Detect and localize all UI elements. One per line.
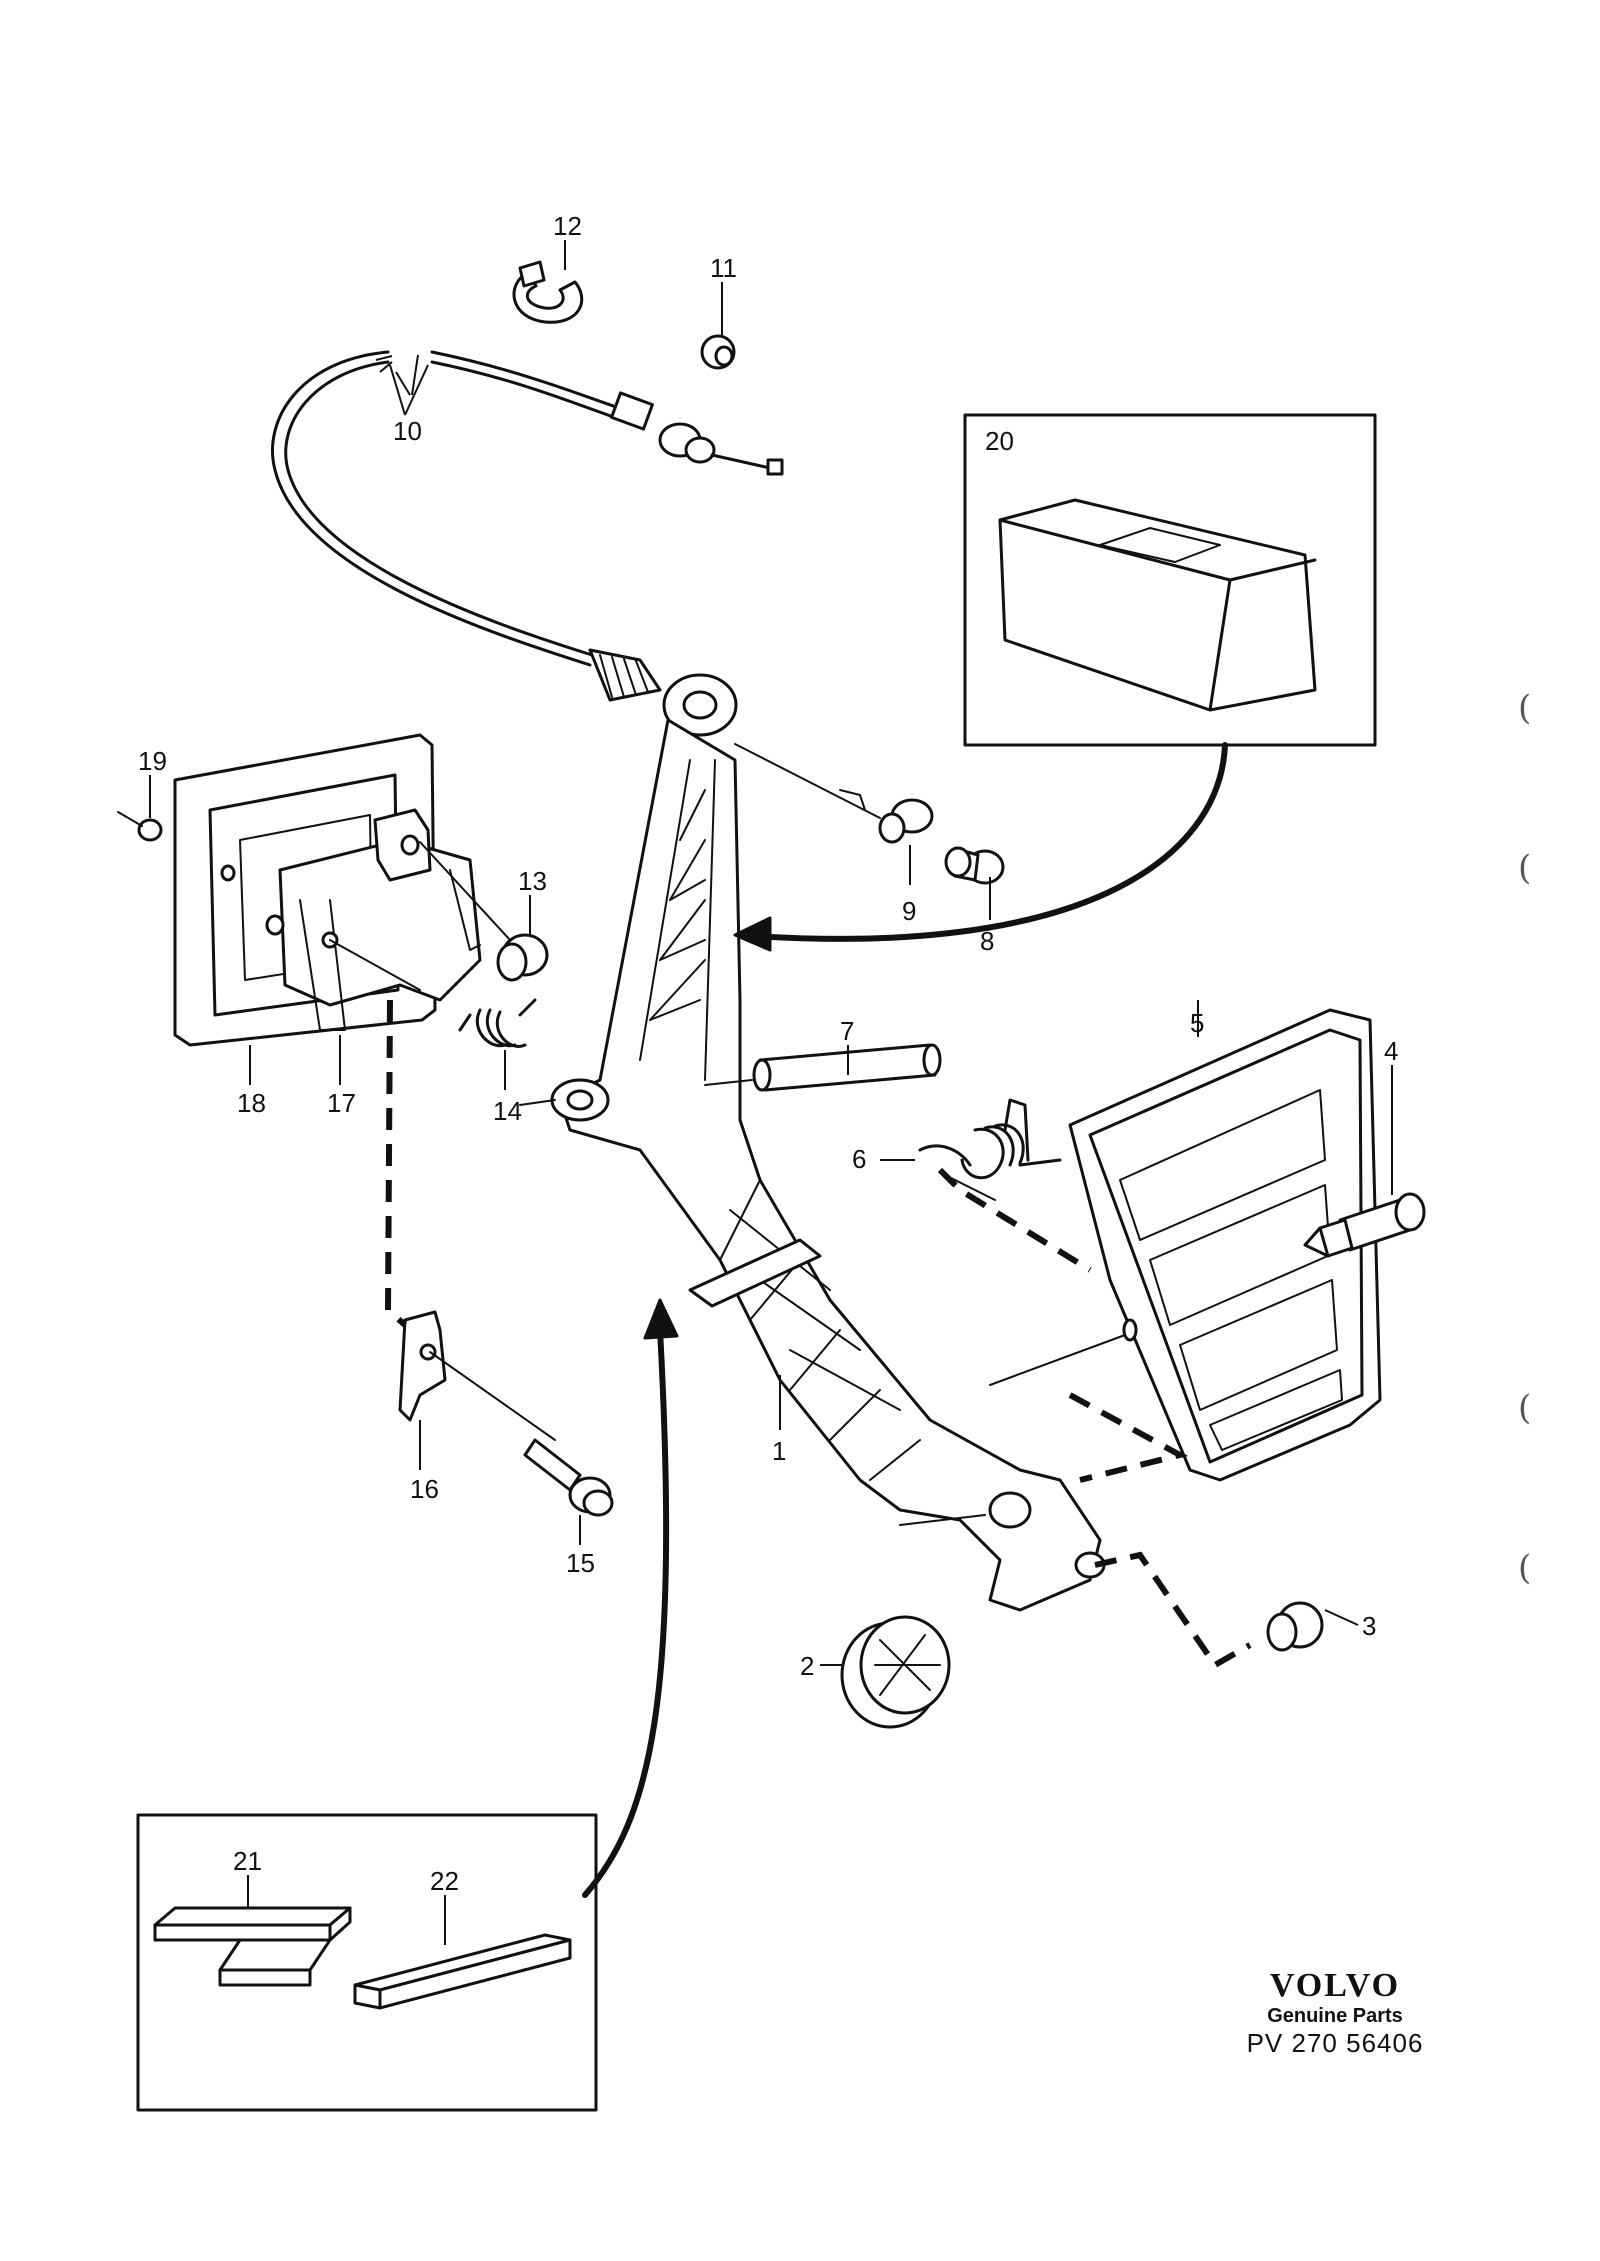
screw-15: [523, 1438, 614, 1517]
callout-16: 16: [410, 1474, 439, 1504]
grommet-8: [944, 846, 1005, 885]
callout-8: 8: [980, 926, 994, 956]
callout-10: 10: [393, 416, 422, 446]
callout-6: 6: [852, 1144, 866, 1174]
return-spring: [918, 1098, 1062, 1180]
callout-12: 12: [553, 211, 582, 241]
dashed-link-bracket-clip: [384, 999, 407, 1328]
inset-box-20: [963, 413, 1377, 747]
ring-19: [117, 811, 163, 842]
buffer-13: [496, 933, 549, 982]
margin-mark-4: (: [1518, 1548, 1532, 1588]
inset-box-21-22: [136, 1813, 598, 2112]
dashed-link-spring-pad: [937, 1167, 1092, 1273]
callout-1: 1: [772, 1436, 786, 1466]
buffer-3: [1266, 1601, 1324, 1652]
callout-2: 2: [800, 1651, 814, 1681]
callout-13: 13: [518, 866, 547, 896]
brand-block: VOLVO Genuine Parts PV 270 56406: [1240, 1967, 1430, 2059]
plug-2: [840, 1615, 951, 1729]
margin-mark-2: (: [1518, 848, 1532, 888]
pedal-pad: [1068, 1008, 1382, 1482]
margin-mark-3: (: [1518, 1388, 1532, 1428]
callout-17: 17: [327, 1088, 356, 1118]
callout-9: 9: [902, 896, 916, 926]
clip-11: [700, 334, 736, 370]
throttle-cable: [271, 350, 784, 667]
spring-14: [458, 998, 537, 1048]
callout-15: 15: [566, 1548, 595, 1578]
callout-19: 19: [138, 746, 167, 776]
dashed-link-arm-buffer: [1094, 1551, 1252, 1669]
callout-7: 7: [840, 1016, 854, 1046]
pedal-arm: [519, 673, 1106, 1612]
bracket: [220, 808, 511, 1031]
callout-5: 5: [1190, 1008, 1204, 1038]
brand-logo-text: VOLVO: [1269, 1967, 1401, 2004]
clip-16: [398, 1310, 556, 1441]
arrow-21-22-to-arm: [582, 1327, 670, 1898]
pivot-pin: [1303, 1192, 1426, 1258]
callout-21: 21: [233, 1846, 262, 1876]
callout-22: 22: [430, 1866, 459, 1896]
clip-12: [512, 260, 584, 324]
margin-mark-1: (: [1518, 688, 1532, 728]
callout-14: 14: [493, 1096, 522, 1126]
grommet-9: [878, 798, 934, 844]
diagram-code: PV 270 56406: [1246, 2028, 1424, 2058]
callout-20: 20: [985, 426, 1014, 456]
callout-4: 4: [1384, 1036, 1398, 1066]
callout-3: 3: [1362, 1611, 1376, 1641]
dashed-link-pad-arm: [1068, 1392, 1189, 1483]
arrow-20-to-arm: [737, 742, 1228, 942]
callout-11: 11: [710, 253, 737, 283]
cable-boot: [588, 648, 662, 702]
callout-18: 18: [237, 1088, 266, 1118]
brand-subtitle: Genuine Parts: [1267, 2005, 1403, 2027]
